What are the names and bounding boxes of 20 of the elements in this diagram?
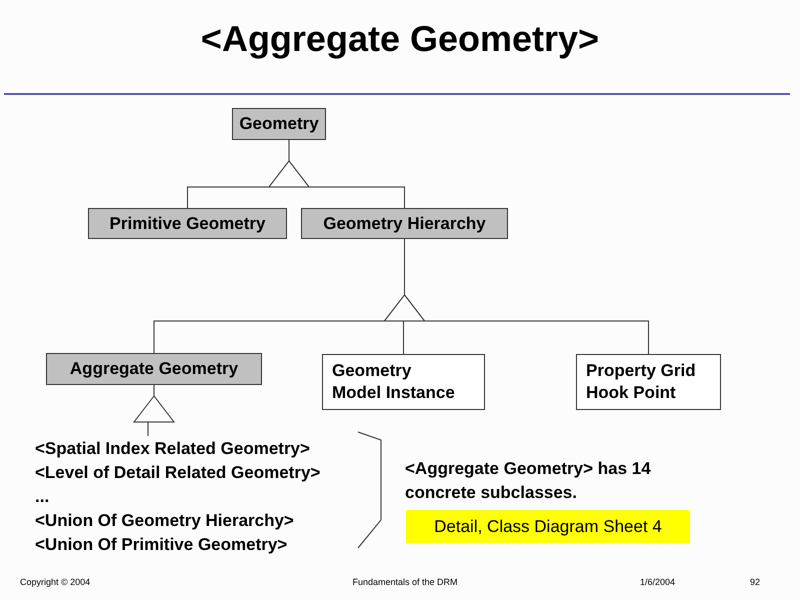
class-box: Geometry Model Instance (322, 354, 485, 410)
footer-text: Fundamentals of the DRM (351, 576, 459, 589)
class-box: Geometry (232, 108, 326, 140)
subclass-name: <Union Of Geometry Hierarchy> (35, 510, 294, 532)
subclass-name: <Union Of Primitive Geometry> (35, 534, 288, 556)
footer-text: 1/6/2004 (640, 576, 676, 589)
subclass-name: <Spatial Index Related Geometry> (35, 438, 310, 460)
class-box: Property Grid Hook Point (576, 354, 721, 410)
class-box: Geometry Hierarchy (301, 208, 508, 239)
subclass-name: ... (35, 486, 50, 508)
reference-note: Detail, Class Diagram Sheet 4 (406, 510, 690, 543)
subclass-name: <Level of Detail Related Geometry> (35, 462, 320, 484)
title: <Aggregate Geometry> (200, 18, 600, 60)
inheritance-connector (268, 140, 405, 208)
class-box: Primitive Geometry (88, 208, 287, 239)
page-number: 92 (750, 576, 762, 589)
note: <Aggregate Geometry> has 14 concrete subclasses. (405, 458, 652, 504)
inheritance-connector (134, 384, 174, 436)
class-box: Aggregate Geometry (46, 353, 262, 385)
footer-text: Copyright © 2004 (20, 576, 92, 589)
